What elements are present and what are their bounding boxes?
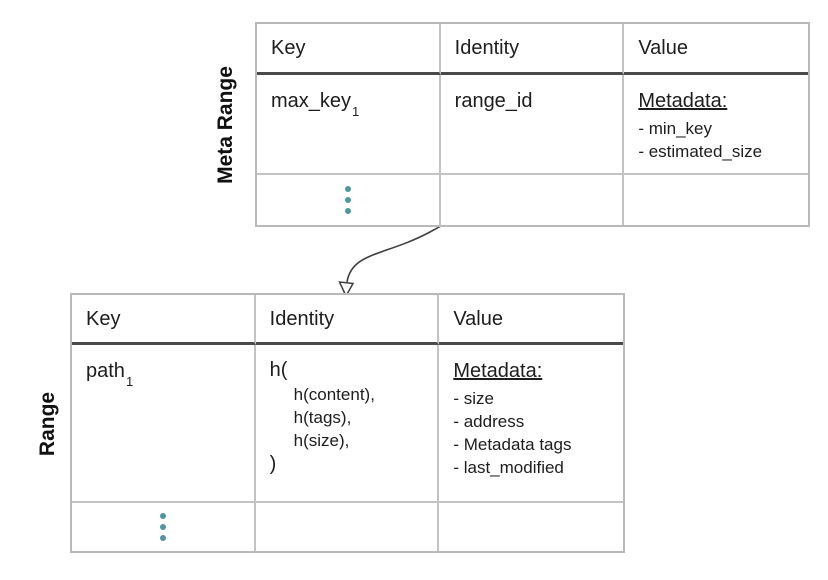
range-ellipsis-cell xyxy=(72,503,256,551)
hash-open-text: h( xyxy=(269,359,288,381)
metadata-item: - size xyxy=(453,389,494,408)
meta-range-table: Key Identity Value max_key1 range_id Met… xyxy=(255,22,810,227)
range-label: Range xyxy=(36,391,59,457)
hash-arg-text: h(content), xyxy=(293,385,375,404)
meta-range-cell-value: Metadata: - min_key - estimated_size xyxy=(624,75,808,175)
meta-range-empty-cell xyxy=(441,175,625,225)
metadata-item: - last_modified xyxy=(453,458,564,477)
range-empty-cell xyxy=(256,503,440,551)
range-empty-cell xyxy=(439,503,623,551)
metadata-title: Metadata: xyxy=(638,90,728,112)
range-header-key: Key xyxy=(72,295,256,345)
range-cell-identity: h( h(content), h(tags), h(size), ) xyxy=(255,345,440,503)
metadata-item: - estimated_size xyxy=(638,142,763,161)
vertical-ellipsis-icon xyxy=(344,186,351,214)
meta-range-cell-key: max_key1 xyxy=(257,75,441,175)
metadata-item: - Metadata tags xyxy=(453,435,572,454)
hash-arg-text: h(size), xyxy=(293,431,350,450)
path-subscript: 1 xyxy=(125,374,134,389)
metadata-item: - address xyxy=(453,412,525,431)
meta-range-header-value: Value xyxy=(624,24,808,75)
meta-range-label: Meta Range xyxy=(214,66,237,184)
range-table: Key Identity Value path1 h( h(content), … xyxy=(70,293,625,553)
meta-range-empty-cell xyxy=(624,175,808,225)
meta-range-header-identity: Identity xyxy=(440,24,625,75)
meta-range-cell-identity: range_id xyxy=(440,75,625,175)
metadata-title: Metadata: xyxy=(453,360,543,382)
hash-arg-text: h(tags), xyxy=(293,408,352,427)
range-cell-value: Metadata: - size - address - Metadata ta… xyxy=(439,345,623,503)
meta-range-header-key: Key xyxy=(257,24,441,75)
range-header-identity: Identity xyxy=(255,295,440,345)
metadata-item: - min_key xyxy=(638,119,713,138)
path-text: path xyxy=(86,360,125,382)
max-key-subscript: 1 xyxy=(352,104,360,119)
vertical-ellipsis-icon xyxy=(159,513,166,541)
meta-range-ellipsis-cell xyxy=(257,175,441,225)
max-key-text: max_key xyxy=(271,90,352,112)
range-cell-key: path1 xyxy=(72,345,256,503)
range-header-value: Value xyxy=(439,295,623,345)
hash-close-text: ) xyxy=(269,453,277,475)
